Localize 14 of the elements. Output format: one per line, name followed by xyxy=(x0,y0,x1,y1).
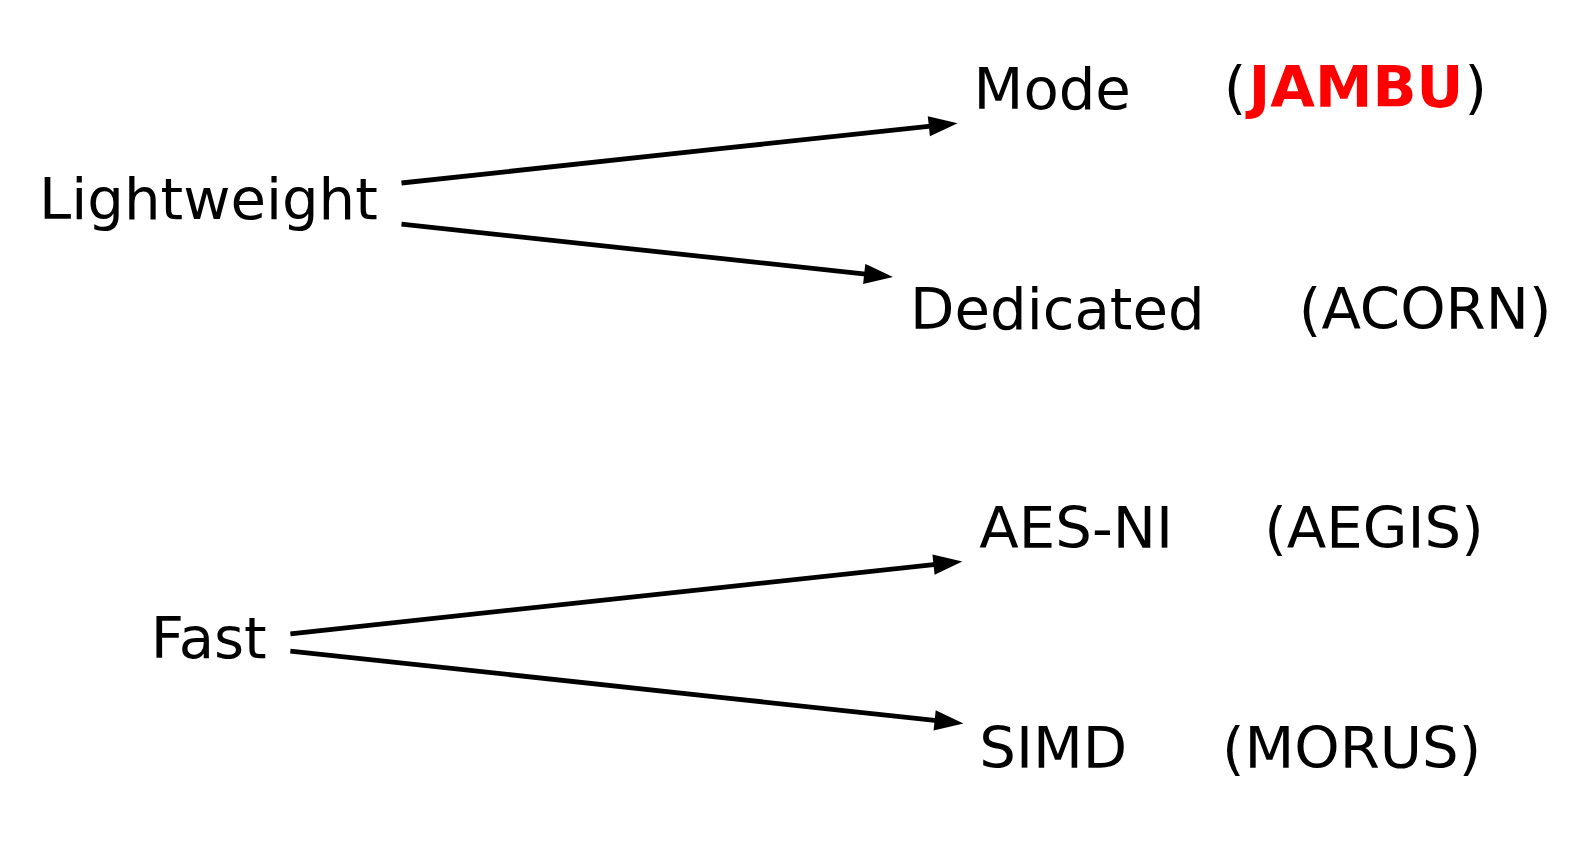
arrow xyxy=(290,554,963,637)
node-label: (JAMBU) xyxy=(1223,53,1487,122)
node-label: (AEGIS) xyxy=(1264,494,1484,563)
node-label: (MORUS) xyxy=(1221,713,1482,782)
arrow xyxy=(401,221,893,285)
node-label: (ACORN) xyxy=(1298,274,1552,343)
node-text: SIMD xyxy=(979,713,1128,782)
arrow xyxy=(401,116,958,186)
arrow xyxy=(290,648,964,731)
node-text: Mode xyxy=(973,55,1131,124)
node-text: AES-NI xyxy=(979,494,1174,563)
node-text: Lightweight xyxy=(39,164,378,233)
node-text: Fast xyxy=(150,603,267,672)
node-text: Dedicated xyxy=(910,274,1205,343)
